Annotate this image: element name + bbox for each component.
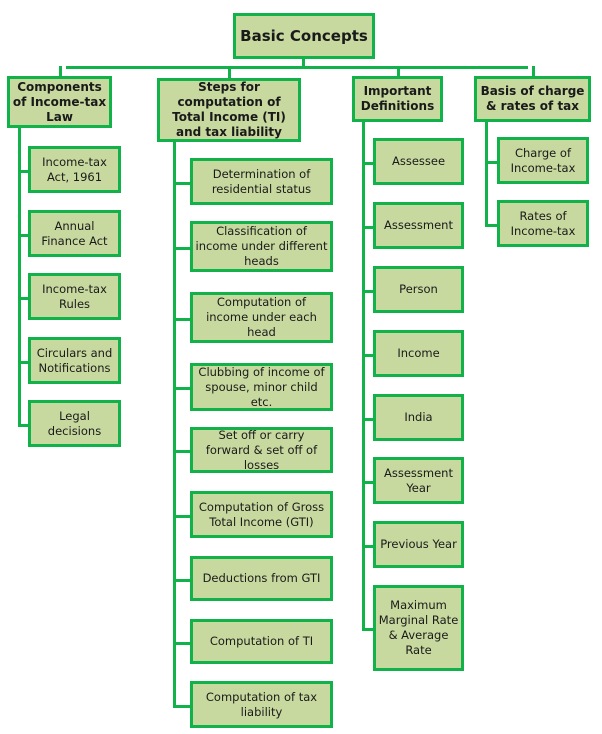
concept-node: Computation of tax liability <box>190 681 333 728</box>
concept-node: Classification of income under different… <box>190 221 333 272</box>
column-header: Components of Income-tax Law <box>7 76 112 128</box>
column-spine <box>18 128 21 426</box>
branch-line <box>362 354 373 357</box>
concept-node: Assessment <box>373 202 464 249</box>
concept-node: Determination of residential status <box>190 158 333 205</box>
connector-line <box>59 66 62 76</box>
root-node: Basic Concepts <box>233 13 375 59</box>
column-header: Steps for computation of Total Income (T… <box>157 78 301 142</box>
branch-line <box>173 579 190 582</box>
branch-line <box>173 387 190 390</box>
branch-line <box>173 182 190 185</box>
concept-node: Assessee <box>373 138 464 185</box>
column-spine <box>485 122 488 226</box>
concept-node: Computation of TI <box>190 619 333 664</box>
branch-line <box>18 297 28 300</box>
concept-node: Maximum Marginal Rate & Average Rate <box>373 585 464 671</box>
connector-line <box>302 58 305 68</box>
connector-line <box>532 66 535 76</box>
branch-line <box>485 161 497 164</box>
concept-node: Income-tax Act, 1961 <box>28 146 121 193</box>
connector-line <box>397 66 400 76</box>
branch-line <box>173 318 190 321</box>
branch-line <box>362 290 373 293</box>
branch-line <box>173 705 190 708</box>
concept-node: India <box>373 394 464 441</box>
column-header: Important Definitions <box>352 76 443 122</box>
concept-node: Computation of Gross Total Income (GTI) <box>190 491 333 538</box>
branch-line <box>362 418 373 421</box>
concept-node: Clubbing of income of spouse, minor chil… <box>190 363 333 411</box>
concept-node: Previous Year <box>373 521 464 568</box>
branch-line <box>173 515 190 518</box>
concept-node: Charge of Income-tax <box>497 137 589 184</box>
concept-node: Assessment Year <box>373 457 464 504</box>
column-spine <box>362 122 365 630</box>
concept-node: Set off or carry forward & set off of lo… <box>190 427 333 473</box>
branch-line <box>362 481 373 484</box>
concept-node: Annual Finance Act <box>28 210 121 257</box>
branch-line <box>485 224 497 227</box>
connector-line <box>228 66 231 78</box>
branch-line <box>362 545 373 548</box>
branch-line <box>173 450 190 453</box>
concept-node: Computation of income under each head <box>190 292 333 343</box>
branch-line <box>362 628 373 631</box>
branch-line <box>18 361 28 364</box>
branch-line <box>18 234 28 237</box>
column-spine <box>173 142 176 707</box>
concept-node: Deductions from GTI <box>190 556 333 601</box>
top-connector <box>66 66 528 69</box>
branch-line <box>362 162 373 165</box>
concept-node: Rates of Income-tax <box>497 200 589 247</box>
branch-line <box>173 247 190 250</box>
concept-node: Income-tax Rules <box>28 273 121 320</box>
column-header: Basis of charge & rates of tax <box>474 76 591 122</box>
concept-node: Circulars and Notifications <box>28 337 121 384</box>
concept-node: Legal decisions <box>28 400 121 447</box>
branch-line <box>173 642 190 645</box>
branch-line <box>18 424 28 427</box>
concept-node: Income <box>373 330 464 377</box>
branch-line <box>362 226 373 229</box>
concept-node: Person <box>373 266 464 313</box>
branch-line <box>18 170 28 173</box>
